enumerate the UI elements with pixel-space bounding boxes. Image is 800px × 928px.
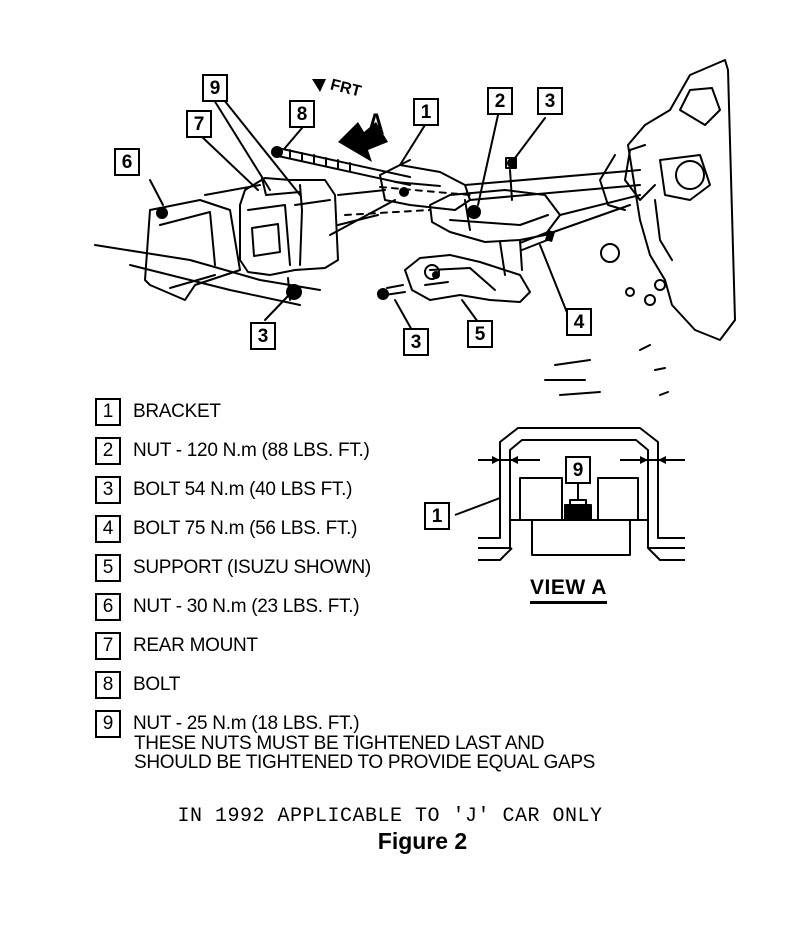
view-a-callout-1: 1 bbox=[424, 502, 450, 530]
view-a-arrow-letter: A bbox=[367, 108, 385, 141]
legend-text: BOLT bbox=[133, 674, 181, 695]
legend-note-line-2: SHOULD BE TIGHTENED TO PROVIDE EQUAL GAP… bbox=[134, 752, 596, 773]
frame-rail bbox=[94, 244, 321, 306]
legend-text: NUT - 30 N.m (23 LBS. FT.) bbox=[133, 596, 360, 617]
legend-note-line-1: THESE NUTS MUST BE TIGHTENED LAST AND bbox=[134, 733, 545, 754]
callout-5: 5 bbox=[467, 320, 493, 348]
legend-item-4: 4 BOLT 75 N.m (56 LBS. FT.) bbox=[95, 515, 357, 543]
legend-number: 5 bbox=[95, 554, 121, 582]
legend-item-7: 7 REAR MOUNT bbox=[95, 632, 258, 660]
legend-text: BOLT 75 N.m (56 LBS. FT.) bbox=[133, 518, 358, 539]
callout-1: 1 bbox=[413, 98, 439, 126]
view-a-caption: VIEW A bbox=[530, 576, 607, 604]
legend-item-2: 2 NUT - 120 N.m (88 LBS. FT.) bbox=[95, 437, 370, 465]
legend-text: REAR MOUNT bbox=[133, 635, 258, 656]
figure-caption: Figure 2 bbox=[377, 828, 468, 854]
legend-item-1: 1 BRACKET bbox=[95, 398, 221, 426]
legend-text: BOLT 54 N.m (40 LBS FT.) bbox=[133, 479, 353, 500]
legend-number: 4 bbox=[95, 515, 121, 543]
legend-number: 2 bbox=[95, 437, 121, 465]
support-5 bbox=[404, 254, 531, 303]
front-direction-arrow bbox=[312, 79, 326, 92]
legend-number: 3 bbox=[95, 476, 121, 504]
legend-text: BRACKET bbox=[133, 401, 221, 422]
lower-bracket bbox=[144, 199, 241, 301]
legend-item-8: 8 BOLT bbox=[95, 671, 180, 699]
callout-7: 7 bbox=[186, 110, 212, 138]
legend-text: NUT - 25 N.m (18 LBS. FT.) bbox=[133, 713, 360, 734]
legend-item-9: 9 NUT - 25 N.m (18 LBS. FT.) bbox=[95, 710, 360, 738]
legend-number: 8 bbox=[95, 671, 121, 699]
callout-9: 9 bbox=[202, 74, 228, 102]
engine-block-outline bbox=[627, 59, 736, 341]
legend-text: NUT - 120 N.m (88 LBS. FT.) bbox=[133, 440, 370, 461]
legend-number: 9 bbox=[95, 710, 121, 738]
rear-mount-body bbox=[239, 177, 339, 276]
callout-3-top: 3 bbox=[537, 87, 563, 115]
applicability-note: IN 1992 APPLICABLE TO 'J' CAR ONLY bbox=[177, 805, 603, 828]
legend-text: SUPPORT (ISUZU SHOWN) bbox=[133, 557, 371, 578]
callout-2: 2 bbox=[487, 87, 513, 115]
view-a-callout-9: 9 bbox=[565, 456, 591, 484]
legend-number: 7 bbox=[95, 632, 121, 660]
legend-number: 1 bbox=[95, 398, 121, 426]
view-a-arrow bbox=[338, 122, 388, 162]
callout-3-left: 3 bbox=[250, 322, 276, 350]
legend-item-6: 6 NUT - 30 N.m (23 LBS. FT.) bbox=[95, 593, 360, 621]
callout-4: 4 bbox=[566, 308, 592, 336]
callout-8: 8 bbox=[289, 100, 315, 128]
bolt-4 bbox=[519, 231, 551, 251]
view-a-detail bbox=[454, 427, 685, 561]
legend-item-3: 3 BOLT 54 N.m (40 LBS FT.) bbox=[95, 476, 352, 504]
legend-number: 6 bbox=[95, 593, 121, 621]
callout-6: 6 bbox=[114, 148, 140, 176]
bolt-8-shaft bbox=[277, 147, 411, 186]
legend-item-5: 5 SUPPORT (ISUZU SHOWN) bbox=[95, 554, 371, 582]
callout-3-mid: 3 bbox=[403, 328, 429, 356]
